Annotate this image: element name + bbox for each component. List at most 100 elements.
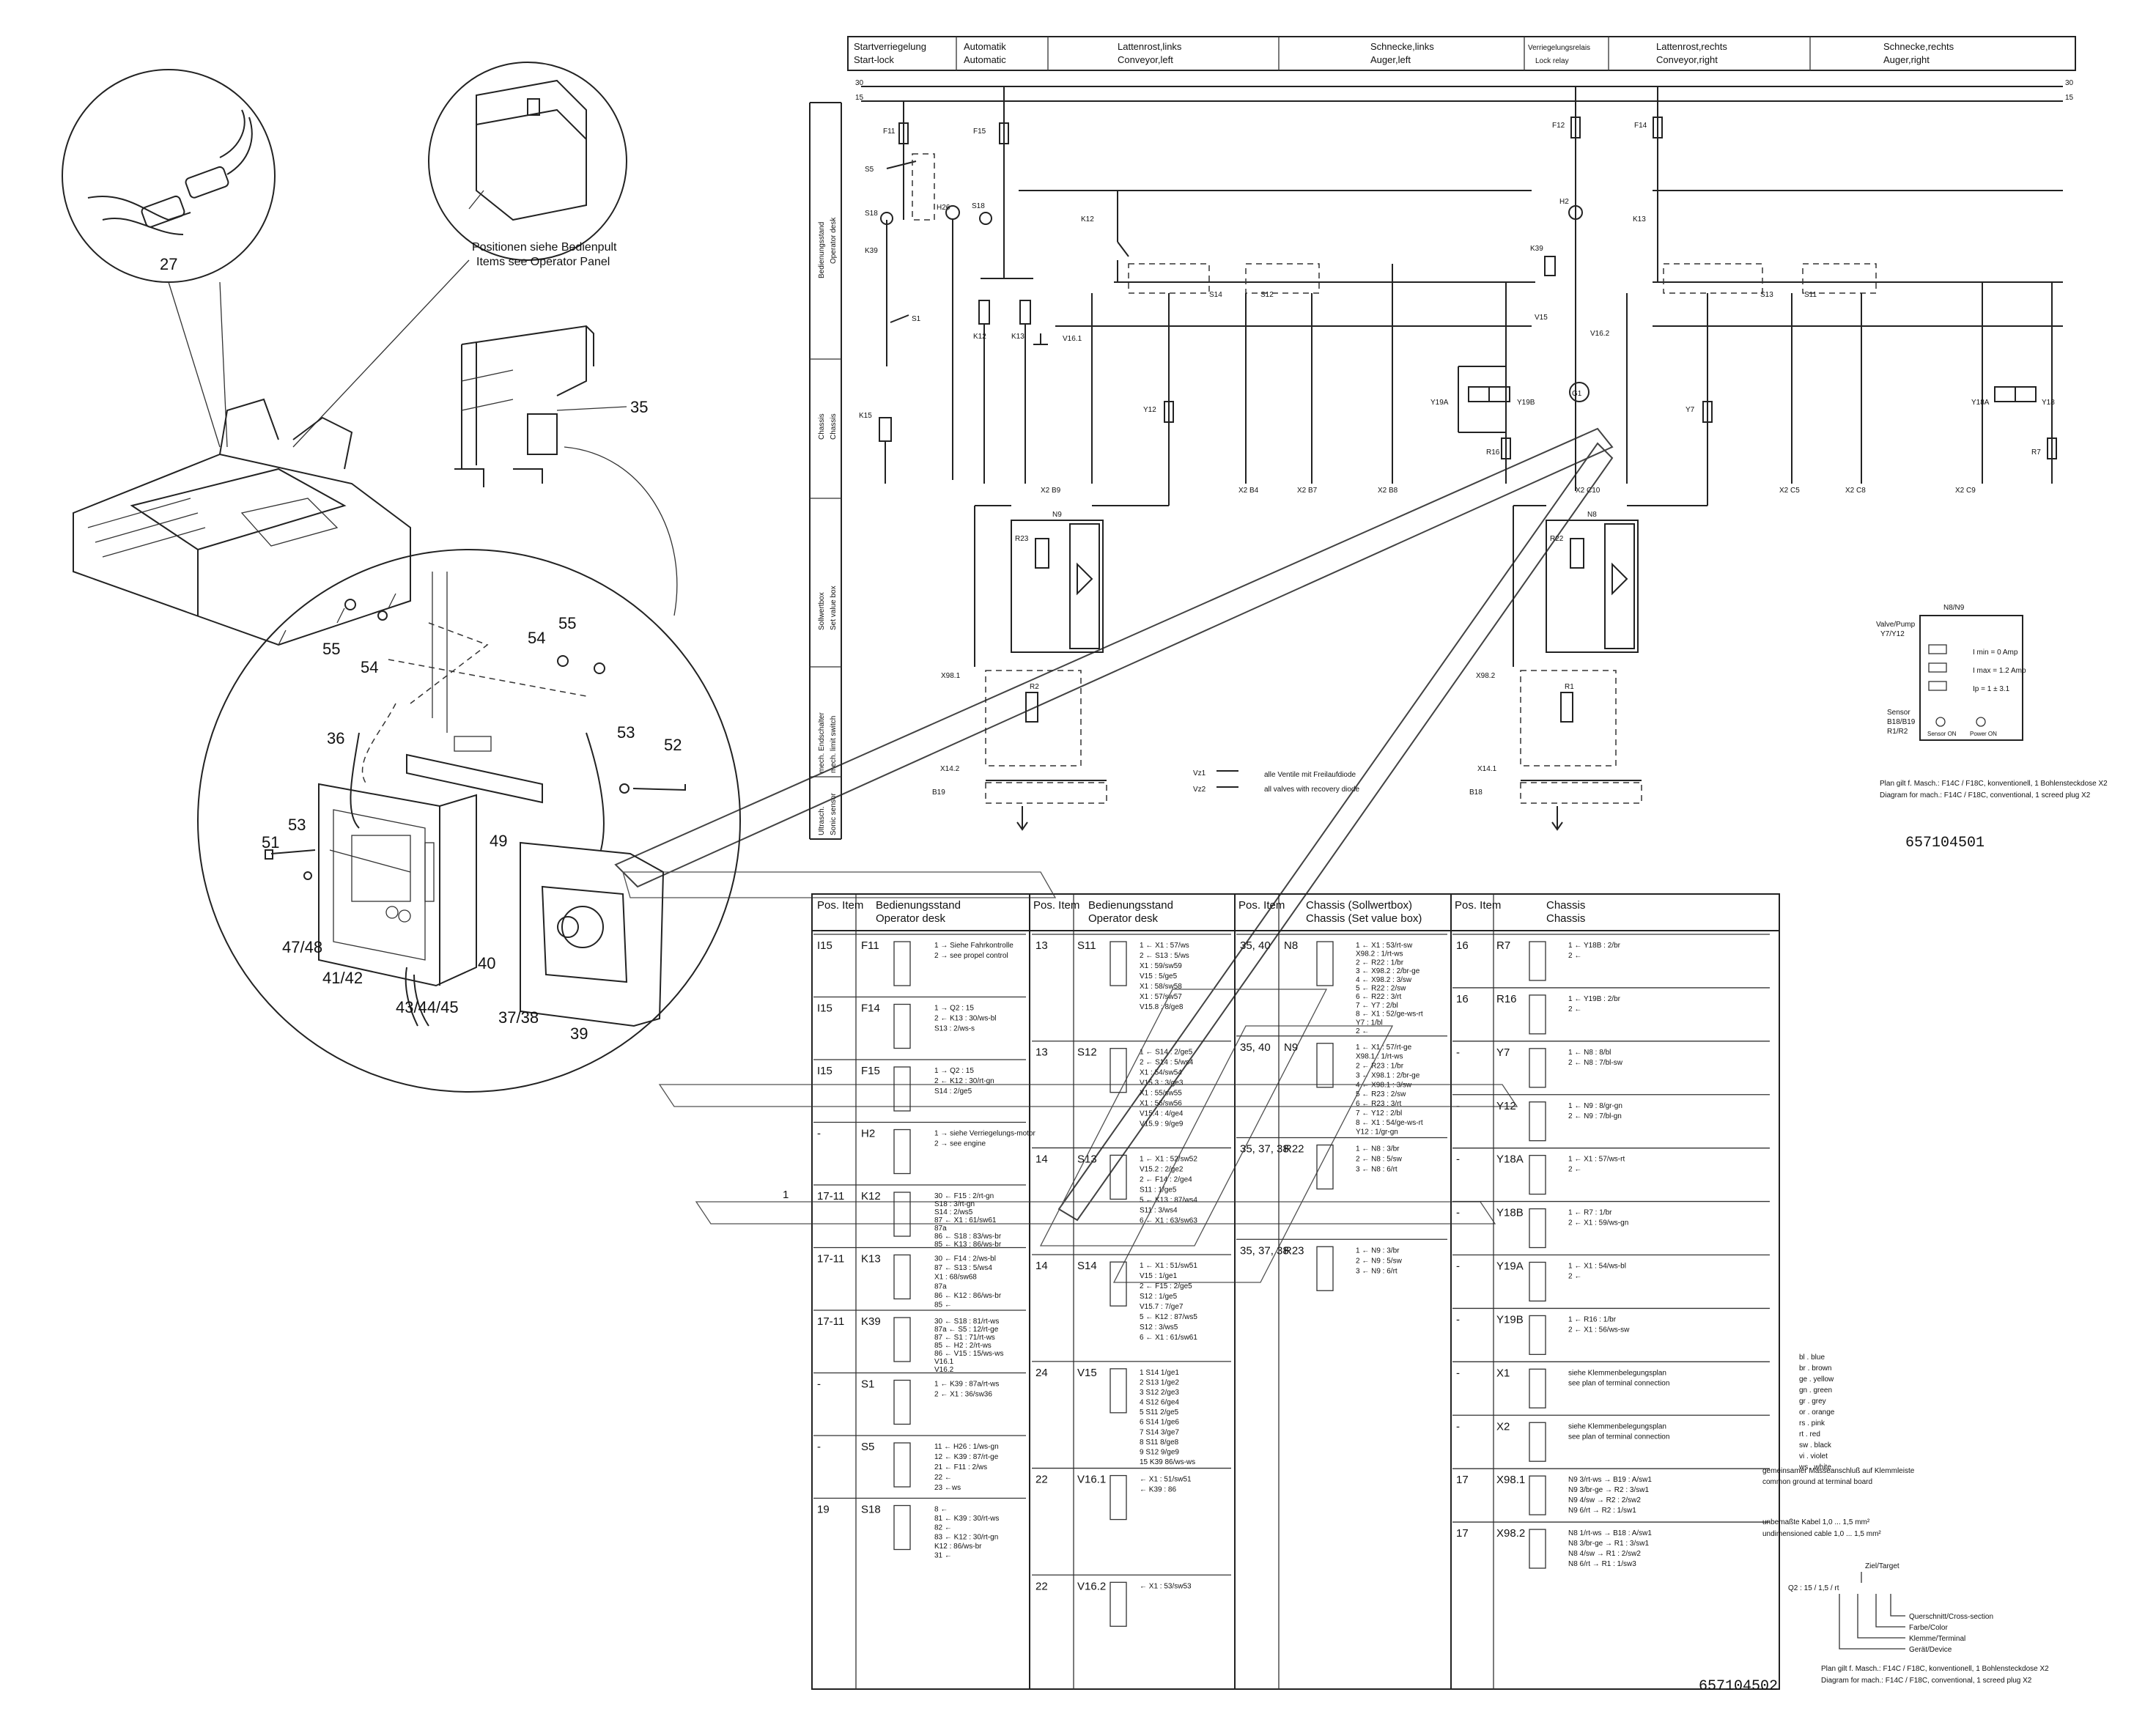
label-y19b: Y19B: [1517, 399, 1535, 407]
label-y18: Y18: [2042, 399, 2055, 407]
plan-note-bottom-de: Plan gilt f. Masch.: F14C / F18C, konven…: [1821, 1665, 2049, 1673]
detail-circle-panel: [428, 62, 627, 261]
callout-35: 35: [630, 398, 648, 416]
x2-c8: X2 C8: [1845, 487, 1866, 495]
row-device: S11: [1077, 939, 1096, 952]
legend-color-entry: ge . yellow: [1799, 1375, 1834, 1384]
row-connections: ← X1 : 51/sw51← K39 : 86: [1140, 1476, 1192, 1494]
right-side-circuits: K13 S13 S11 Y7 Y18A Y18 R7: [1626, 190, 2063, 506]
n8n9-valve: Valve/Pump: [1876, 621, 1916, 629]
callout-54b: 54: [528, 629, 545, 647]
label-b18: B18: [1469, 788, 1483, 797]
key-example: Q2 : 15 / 1,5 / rt: [1788, 1584, 1839, 1592]
callout-4142: 41/42: [322, 969, 363, 987]
wiring-table: Pos. Item Bedienungsstand Operator desk …: [811, 893, 1780, 1690]
detail-circle-plug: [62, 69, 276, 283]
col4-title-de: Chassis: [1546, 899, 1585, 912]
row-device: X1: [1496, 1367, 1510, 1379]
plan-note-top-de: Plan gilt f. Masch.: F14C / F18C, konven…: [1880, 780, 2108, 788]
header-dividers: [956, 37, 1811, 70]
row-device: F11: [861, 939, 879, 952]
row-device: X98.1: [1496, 1474, 1525, 1486]
legend-color-entry: rs . pink: [1799, 1419, 1825, 1427]
row-device: S12: [1077, 1046, 1097, 1059]
label-k12-coil: K12: [973, 333, 986, 341]
label-vz1: Vz1: [1193, 769, 1206, 777]
potentiometer-knob: [561, 906, 604, 948]
valve-y12: [1164, 401, 1174, 423]
label-r1: R1: [1565, 683, 1574, 691]
detail-circle-setvalue-box: [197, 549, 741, 1093]
row-device: Y12: [1496, 1100, 1516, 1112]
label-h26: H26: [937, 204, 950, 212]
row-device: Y18B: [1496, 1207, 1524, 1219]
n8n9-ip: Ip = 1 ± 3.1: [1973, 685, 2010, 693]
col2-pos-head: Pos. Item: [1033, 899, 1079, 912]
row-pos: 24: [1035, 1367, 1048, 1379]
lamp-h26: [945, 205, 960, 220]
label-r23: R23: [1015, 535, 1029, 543]
col2-title-en: Operator desk: [1088, 912, 1159, 925]
control-panel-39: [520, 841, 665, 1027]
limit-switch-right: X98.2 R1 X14.1 B18: [1469, 670, 1642, 831]
col4-title-en: Chassis: [1546, 912, 1585, 925]
side-operator-desk-en: Operator desk: [830, 217, 838, 264]
n8n9-sensor-b: B18/B19: [1887, 718, 1916, 726]
x2-c10: X2 C10: [1576, 487, 1600, 495]
label-r22: R22: [1550, 535, 1564, 543]
row-device: K39: [861, 1315, 881, 1328]
col3-pos-head: Pos. Item: [1238, 899, 1285, 912]
label-h2: H2: [1559, 198, 1569, 206]
row-device: R23: [1284, 1244, 1304, 1257]
valve-y18a: [1994, 386, 2016, 402]
cable-note-en: undimensioned cable 1,0 ... 1,5 mm²: [1762, 1530, 1881, 1538]
row-pos: I15: [817, 1002, 832, 1015]
row-device: Y19A: [1496, 1260, 1524, 1273]
label-k39-relay: K39: [1530, 245, 1543, 253]
automatic-circuit: S18 K12 K13: [972, 202, 1033, 484]
plan-note-top-en: Diagram for mach.: F14C / F18C, conventi…: [1880, 791, 2091, 799]
row-pos: 35, 37, 38: [1240, 1244, 1289, 1257]
row-pos: 16: [1456, 993, 1469, 1005]
legend-color-entry: sw . black: [1799, 1441, 1832, 1449]
col2-title-de: Bedienungsstand: [1088, 899, 1173, 912]
row-device: X98.2: [1496, 1527, 1525, 1540]
row-pos: -: [1456, 1207, 1460, 1219]
key-cross: Querschnitt/Cross-section: [1909, 1613, 1993, 1621]
label-k13-contact: K13: [1633, 215, 1646, 224]
row-device: H2: [861, 1128, 875, 1140]
hdr-auto-en: Automatic: [964, 54, 1006, 65]
row-pos: 14: [1035, 1153, 1048, 1165]
row-pos: 17: [1456, 1474, 1469, 1486]
side-setvalue-en: Set value box: [830, 586, 838, 630]
row-pos: 13: [1035, 1046, 1048, 1059]
row-pos: 17-11: [817, 1315, 844, 1328]
row-pos: -: [1456, 1420, 1460, 1433]
fuse-f12: [1570, 117, 1581, 138]
ground-note-en: common ground at terminal board: [1762, 1478, 1872, 1486]
recovery-diode-de: alle Ventile mit Freilaufdiode: [1264, 771, 1356, 779]
label-x141: X14.1: [1477, 765, 1497, 773]
row-device: R7: [1496, 939, 1510, 952]
row-device: S18: [861, 1504, 881, 1516]
